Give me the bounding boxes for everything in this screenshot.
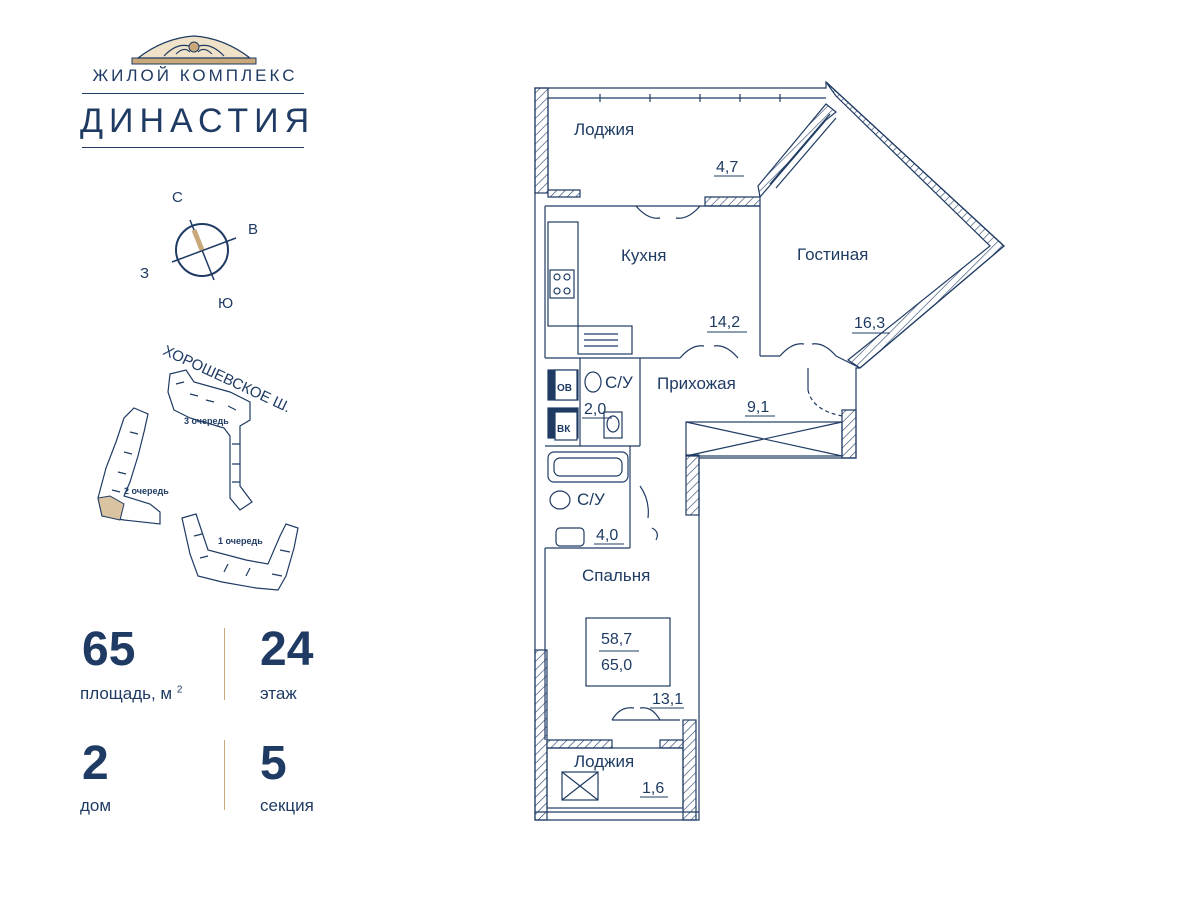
stat-section-value: 5 [260, 737, 287, 790]
site-map: ХОРОШЕВСКОЕ Ш. 3 очередь 2 очередь 1 оче… [97, 342, 299, 591]
bathtub-icon [547, 451, 629, 483]
room-bath1-area: 2,0 [584, 401, 606, 418]
compass-west: З [140, 265, 149, 282]
room-hall-area: 9,1 [747, 399, 769, 416]
room-bath2-name: С/У [577, 490, 605, 509]
room-loggia-top-name: Лоджия [574, 120, 634, 139]
compass-icon: С В Ю З [140, 189, 258, 312]
room-living-area: 16,3 [854, 315, 885, 332]
wall-east-loggia2 [682, 719, 697, 821]
bath2-toilet-icon [555, 527, 585, 547]
phase1-building [181, 513, 299, 591]
stats-divider-bottom [224, 740, 225, 810]
compass-east: В [248, 221, 258, 238]
loggia2-cabinet [561, 771, 599, 801]
stat-area-label-text: площадь, м [80, 684, 173, 703]
shaft-vk-label: ВК [557, 424, 571, 435]
hall-wardrobe [685, 421, 843, 457]
wall-living-diagonal [757, 103, 837, 199]
stat-area-label: площадь, м 2 [80, 684, 182, 704]
room-living-name: Гостиная [797, 245, 868, 264]
plan-outline [534, 80, 1005, 821]
site-map-phase3: 3 очередь [184, 416, 229, 426]
compass-north: С [172, 189, 183, 206]
stat-section-label: секция [260, 796, 314, 815]
logo-crown-icon [131, 35, 257, 65]
shaft-ov-label: ОВ [557, 383, 572, 394]
selected-section [97, 495, 125, 521]
logo-title: ДИНАСТИЯ [80, 102, 316, 140]
stat-floor-value: 24 [260, 623, 314, 676]
room-loggia-top-area: 4,7 [716, 159, 738, 176]
logo-rule-top [82, 93, 304, 94]
bath1-sink-icon [584, 371, 602, 393]
kitchen-counter [547, 221, 579, 327]
wall-living-outer [825, 81, 1005, 369]
wall-east-column [685, 454, 700, 516]
room-loggia-bottom-name: Лоджия [574, 752, 634, 771]
room-bath2-area: 4,0 [596, 527, 618, 544]
logo-subtitle: ЖИЛОЙ КОМПЛЕКС [92, 66, 298, 85]
wall-loggia-bottom [547, 189, 581, 198]
wall-loggia2-top-right [659, 739, 684, 749]
stat-area-value: 65 [82, 623, 136, 676]
room-hall-name: Прихожая [657, 374, 736, 393]
room-kitchen-name: Кухня [621, 246, 667, 265]
site-map-phase1: 1 очередь [218, 536, 263, 546]
room-bath1-name: С/У [605, 373, 633, 392]
room-bedroom-name: Спальня [582, 566, 650, 585]
sink-icon [577, 325, 633, 355]
room-kitchen-area: 14,2 [709, 314, 740, 331]
compass-south: Ю [218, 295, 233, 312]
total-area: 65,0 [601, 657, 632, 674]
total-living-area: 58,7 [601, 631, 632, 648]
wall-west-top [534, 87, 549, 194]
stat-floor-label: этаж [260, 684, 297, 703]
total-area-box [585, 617, 671, 687]
stat-area-label-sup: 2 [176, 684, 183, 696]
stats-divider-top [224, 628, 225, 700]
stat-house-label: дом [80, 796, 112, 815]
room-bedroom-area: 13,1 [652, 691, 683, 708]
phase3-building [167, 369, 253, 511]
site-map-phase2: 2 очередь [124, 486, 169, 496]
wall-living-corner [841, 409, 857, 459]
stat-house-value: 2 [82, 737, 109, 790]
wall-loggia2-top [546, 739, 613, 749]
wall-kitchen-top-right [704, 196, 761, 207]
floor-plan: Лоджия 4,7 Кухня 14,2 Гостиная 16,3 ОВ В… [534, 80, 1005, 821]
phase2-building [97, 407, 161, 525]
bath1-toilet-icon [603, 411, 623, 439]
stove-icon [549, 269, 575, 299]
bath2-sink-icon [549, 490, 571, 510]
room-loggia-bottom-area: 1,6 [642, 780, 664, 797]
logo-rule-bottom [82, 147, 304, 148]
